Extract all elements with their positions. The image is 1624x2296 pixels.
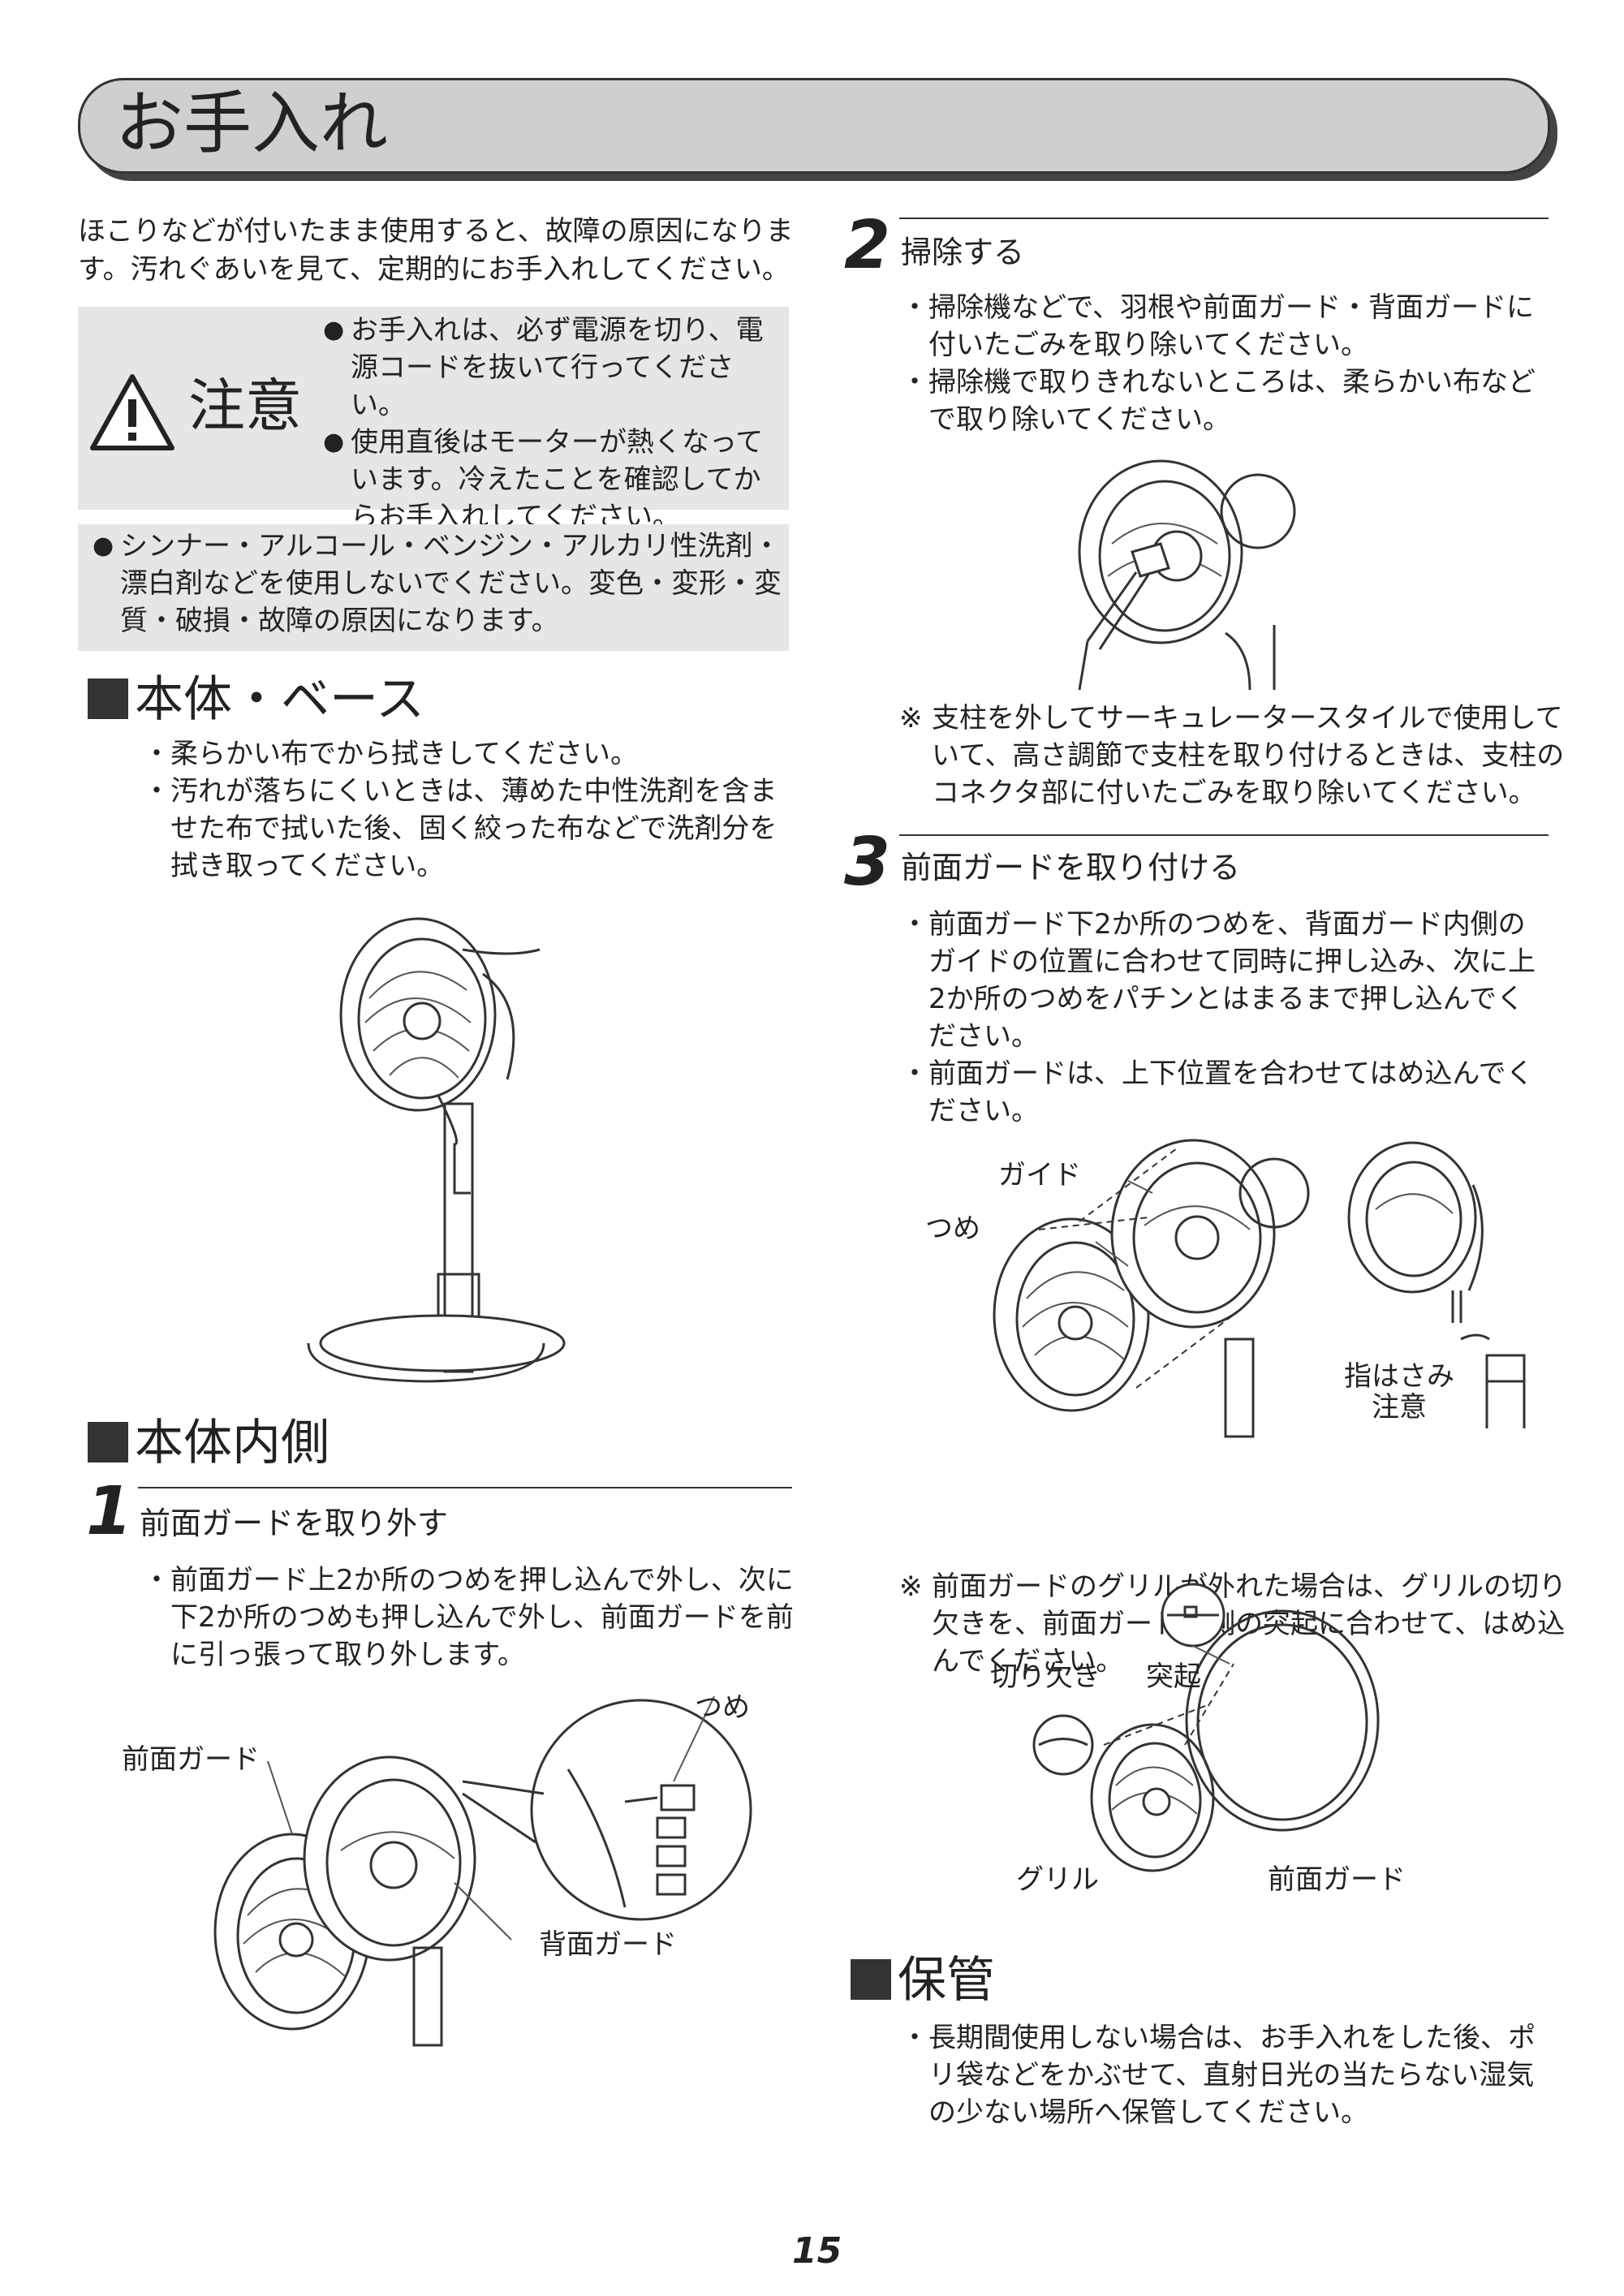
label-front-guard-2: 前面ガード (1268, 1863, 1406, 1896)
label-rear-guard: 背面ガード (539, 1928, 677, 1961)
grille-attach-illustration (1032, 1583, 1380, 1872)
step-rule (899, 834, 1549, 836)
label-protrusion: 突起 (1146, 1661, 1201, 1693)
attach-guard-illustration (993, 1139, 1526, 1438)
intro-text: ほこりなどが付いたまま使用すると、故障の原因になります。汚れぐあいを見て、定期的… (78, 215, 794, 286)
warning-list: シンナー・アルコール・ベンジン・アルカリ性洗剤・漂白剤などを使用しないでください… (93, 528, 782, 640)
list-item: 前面ガード上2か所のつめを押し込んで外し、次に下2か所のつめも押し込んで外し、前… (143, 1562, 797, 1674)
caution-list: お手入れは、必ず電源を切り、電源コードを抜いて行ってください。 使用直後はモータ… (323, 312, 782, 536)
caution-item: お手入れは、必ず電源を切り、電源コードを抜いて行ってください。 (323, 312, 782, 424)
list-item: 掃除機などで、羽根や前面ガード・背面ガードに付いたごみを取り除いてください。 (901, 289, 1550, 364)
label-claw: つめ (695, 1691, 750, 1724)
step3-list: 前面ガード下2か所のつめを、背面ガード内側のガイドの位置に合わせて同時に押し込み… (901, 906, 1550, 1130)
label-pinch-warning: 指はさみ (1344, 1360, 1454, 1393)
section-heading-inside: 本体内側 (88, 1414, 330, 1472)
section-square (851, 1959, 891, 2000)
section-heading-text: 保管 (898, 1952, 995, 2009)
warning-triangle-icon (90, 374, 174, 450)
step3-note: 前面ガードのグリルが外れた場合は、グリルの切り欠きを、前面ガード内側の突起に合わ… (899, 1568, 1581, 1680)
list-item: 前面ガード下2か所のつめを、背面ガード内側のガイドの位置に合わせて同時に押し込み… (901, 906, 1550, 1055)
label-guide: ガイド (998, 1159, 1081, 1191)
page-number: 15 (792, 2230, 842, 2272)
remove-guard-illustration (213, 1695, 752, 2047)
list-item: 前面ガードは、上下位置を合わせてはめ込んでください。 (901, 1055, 1550, 1130)
section-heading-storage: 保管 (851, 1951, 995, 2010)
step-rule (138, 1487, 792, 1488)
section-heading-text: 本体・ベース (135, 671, 424, 728)
body-care-list: 柔らかい布でから拭きしてください。 汚れが落ちにくいときは、薄めた中性洗剤を含ま… (143, 735, 797, 885)
section-heading-body: 本体・ベース (88, 670, 424, 729)
list-item: 掃除機で取りきれないところは、柔らかい布などで取り除いてください。 (901, 364, 1550, 438)
caution-label: 注意 (188, 373, 302, 439)
section-square (88, 1422, 128, 1462)
step2-list: 掃除機などで、羽根や前面ガード・背面ガードに付いたごみを取り除いてください。 掃… (901, 289, 1550, 438)
step1-list: 前面ガード上2か所のつめを押し込んで外し、次に下2か所のつめも押し込んで外し、前… (143, 1562, 797, 1674)
label-claw: つめ (925, 1213, 980, 1245)
page-title: お手入れ (115, 84, 389, 163)
section-square (88, 678, 128, 719)
storage-list: 長期間使用しない場合は、お手入れをした後、ポリ袋などをかぶせて、直射日光の当たら… (901, 2019, 1550, 2131)
step-title: 掃除する (901, 235, 1025, 270)
section-heading-text: 本体内側 (135, 1415, 330, 1471)
step-number: 3 (844, 824, 891, 901)
list-item: 汚れが落ちにくいときは、薄めた中性洗剤を含ませた布で拭いた後、固く絞った布などで… (143, 773, 797, 885)
label-grille: グリル (1016, 1863, 1099, 1896)
caution-box: 注意 お手入れは、必ず電源を切り、電源コードを抜いて行ってください。 使用直後は… (78, 307, 789, 533)
caution-item: 使用直後はモーターが熱くなっています。冷えたことを確認してからお手入れしてくださ… (323, 424, 782, 536)
vacuum-cleaning-illustration (1078, 459, 1296, 691)
label-front-guard: 前面ガード (122, 1743, 260, 1776)
list-item: 柔らかい布でから拭きしてください。 (143, 735, 797, 773)
step-number: 1 (86, 1473, 133, 1550)
step-title: 前面ガードを取り付ける (901, 850, 1241, 885)
warning-box: シンナー・アルコール・ベンジン・アルカリ性洗剤・漂白剤などを使用しないでください… (78, 524, 789, 651)
header-bar (78, 78, 1550, 174)
label-pinch-warning-2: 注意 (1372, 1391, 1427, 1424)
step-rule (899, 218, 1549, 219)
step-title: 前面ガードを取り外す (140, 1506, 449, 1541)
label-notch: 切り欠き (990, 1661, 1101, 1693)
step2-note: 支柱を外してサーキュレータースタイルで使用していて、高さ調節で支柱を取り付けると… (899, 700, 1581, 812)
list-item: 長期間使用しない場合は、お手入れをした後、ポリ袋などをかぶせて、直射日光の当たら… (901, 2019, 1550, 2131)
step-number: 2 (844, 207, 891, 284)
warning-item: シンナー・アルコール・ベンジン・アルカリ性洗剤・漂白剤などを使用しないでください… (93, 528, 782, 640)
stand-fan-illustration (307, 917, 566, 1383)
